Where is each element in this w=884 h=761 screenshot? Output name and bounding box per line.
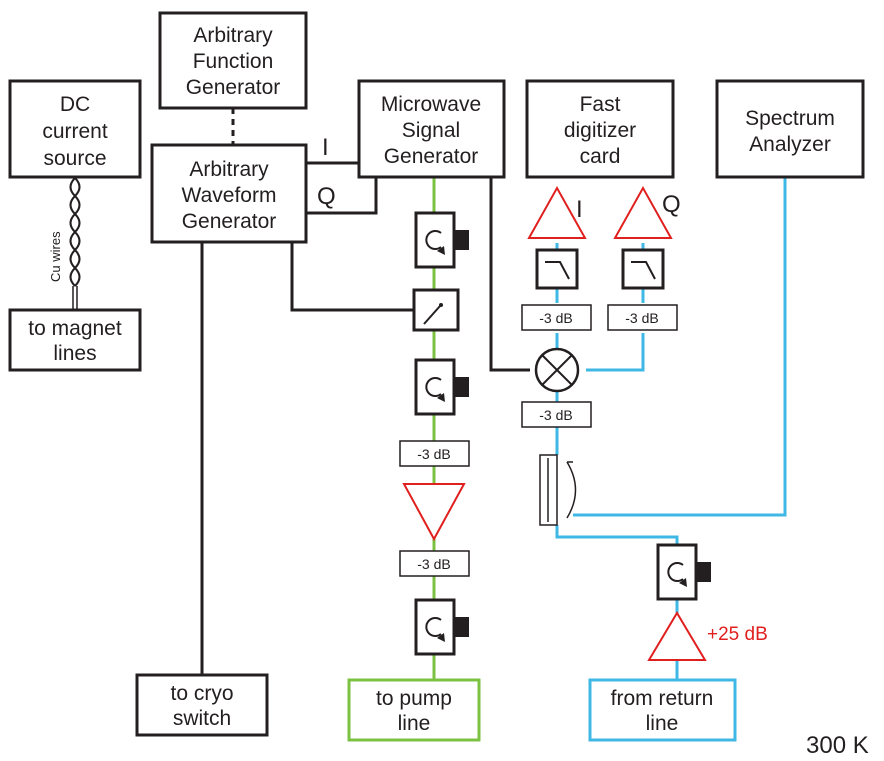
svg-text:-3 dB: -3 dB: [539, 407, 572, 423]
amplifier-i: [527, 185, 587, 239]
gain-label: +25 dB: [707, 624, 768, 645]
attenuator-pump-2: -3 dB: [399, 550, 470, 577]
svg-text:-3 dB: -3 dB: [417, 446, 450, 462]
attenuator-mixer: -3 dB: [521, 401, 592, 428]
circulator-return: [656, 543, 711, 601]
amp-q-label: Q: [662, 191, 681, 218]
black-control-wires: [200, 108, 530, 675]
circulator-1: [414, 211, 469, 269]
amplifier-q: [613, 185, 673, 239]
awg-q-wire: [306, 177, 378, 215]
circulator-3: [414, 598, 469, 656]
directional-coupler: [539, 454, 577, 526]
attenuator-pump-1: -3 dB: [399, 440, 470, 467]
lo-wire: [489, 177, 530, 372]
cu-twisted-wires: [69, 177, 81, 310]
lowpass-filter-i: [535, 248, 579, 290]
awg-i-label: I: [322, 134, 329, 161]
iq-mixer: [534, 347, 580, 393]
readout-line-wires: [555, 177, 787, 680]
temperature-label: 300 K: [806, 732, 869, 759]
awg-switch-control-wire: [290, 242, 414, 312]
attenuator-i: -3 dB: [521, 304, 592, 331]
rf-switch: [412, 288, 460, 332]
circulator-2: [414, 358, 469, 416]
amp-i-label: I: [576, 196, 583, 223]
awg-q-label: Q: [317, 183, 336, 210]
svg-text:-3 dB: -3 dB: [625, 310, 658, 326]
pump-amplifier: [402, 483, 466, 542]
svg-text:-3 dB: -3 dB: [539, 310, 572, 326]
lowpass-filter-q: [621, 248, 665, 290]
attenuator-q: -3 dB: [607, 304, 678, 331]
svg-text:-3 dB: -3 dB: [417, 556, 450, 572]
return-amplifier: [647, 611, 707, 661]
cu-wires-label: Cu wires: [48, 231, 63, 282]
